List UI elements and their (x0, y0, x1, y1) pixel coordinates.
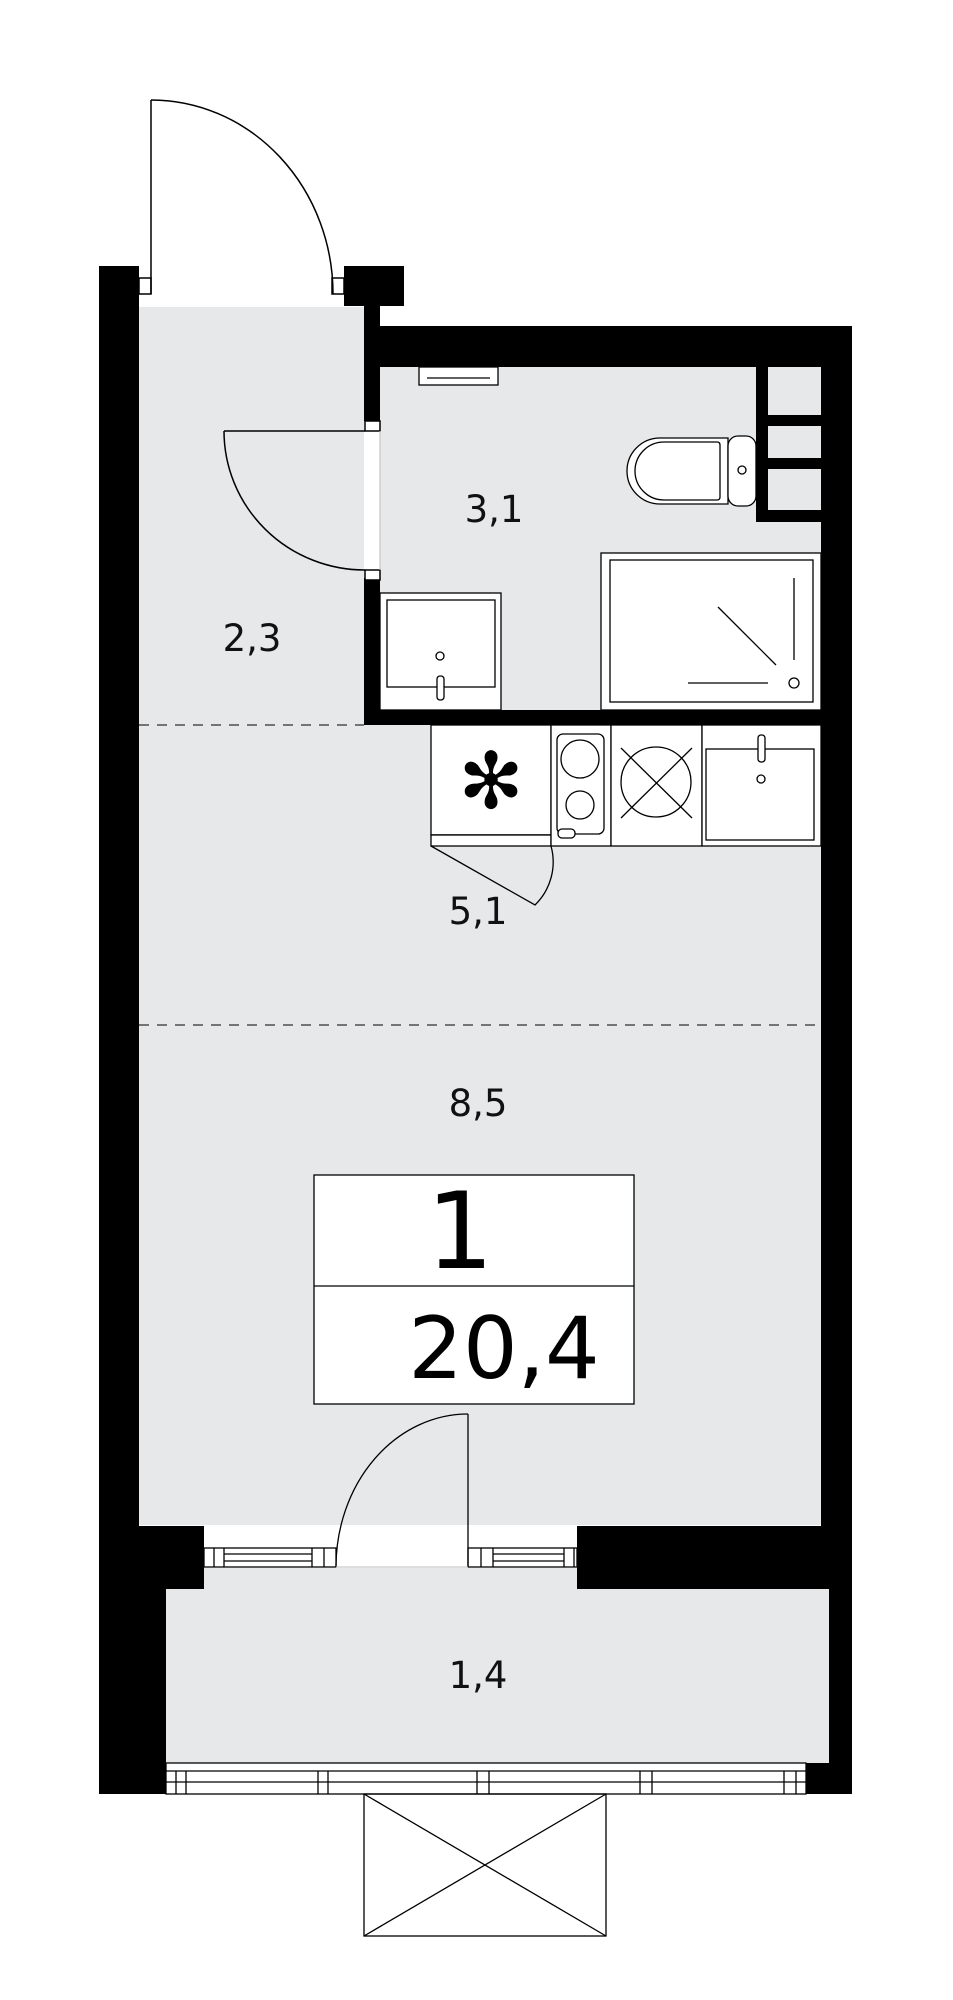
bathroom-left-wall-lower (364, 578, 380, 725)
bathroom-area-label: 3,1 (465, 488, 524, 531)
shaft-left-wall (756, 367, 768, 522)
total-area: 20,4 (408, 1299, 599, 1399)
living-bottom-right-wall (577, 1526, 852, 1589)
hall-floor (139, 307, 364, 725)
external-unit-cross-b (363, 1793, 607, 1937)
entry-door-jamb-left (138, 277, 152, 295)
area-labels: 3,1 2,3 5,1 8,5 1,4 (223, 488, 524, 1697)
shaft-bottom-wall (756, 510, 821, 522)
living-bottom-left-wall (139, 1526, 204, 1589)
balcony-window-frame (165, 1762, 807, 1795)
washbasin-faucet (436, 675, 445, 701)
hob-control (557, 828, 576, 839)
hob-burner-bottom (565, 790, 595, 820)
bathroom-door-swing (223, 430, 366, 571)
bathroom-door-jamb-bottom (364, 569, 381, 581)
balcony-door-swing (335, 1413, 469, 1568)
balcony-door (203, 1413, 578, 1568)
bathroom-fixtures (379, 366, 822, 711)
sink-drain (756, 774, 766, 784)
washbasin-drain (435, 651, 445, 661)
shower-drain-icon (788, 677, 800, 689)
shaft-divider-1 (756, 415, 821, 426)
shaft-divider-2 (756, 458, 821, 469)
entry-door-jamb-right (331, 277, 345, 295)
right-exterior-wall (821, 326, 852, 1526)
entry-door-swing (150, 99, 334, 295)
sink-bowl (705, 748, 815, 841)
bathroom-door-jamb-top (364, 420, 381, 432)
zone-dividers (139, 724, 821, 1026)
left-exterior-wall (99, 266, 139, 1526)
oven-cross-b (620, 747, 693, 819)
floor-fills (139, 307, 829, 1763)
shower-tray-inner (609, 559, 814, 703)
hob-burner-top (560, 739, 600, 779)
bathroom-top-wall (364, 326, 852, 367)
toilet-bowl-inner (634, 441, 721, 501)
balcony-bottom-right-wall (806, 1763, 852, 1794)
living-area-label: 8,5 (449, 1082, 508, 1125)
fridge-door-plinth (430, 834, 552, 847)
walls (99, 266, 852, 1794)
bathroom-door (223, 420, 381, 581)
kitchen-units: ✻ (430, 724, 822, 906)
washbasin-inner (386, 599, 496, 688)
kitchen-area-label: 5,1 (449, 890, 508, 933)
toilet-flush-button (737, 465, 747, 475)
balcony-area-label: 1,4 (449, 1654, 508, 1697)
external-unit (363, 1793, 607, 1937)
shower-diagonal (717, 606, 777, 666)
badge-box (313, 1174, 635, 1405)
fridge-door-swing (430, 845, 554, 906)
balcony-glazing (165, 1762, 807, 1795)
room-count: 1 (426, 1170, 493, 1293)
balcony-floor (166, 1568, 829, 1763)
apartment-badge: 1 20,4 (313, 1170, 635, 1405)
bathroom-bottom-wall (364, 710, 852, 725)
fridge-icon (430, 724, 552, 836)
sink-faucet (757, 734, 766, 763)
entry-door (138, 99, 345, 295)
towel-rail (418, 366, 499, 386)
hall-area-label: 2,3 (223, 617, 282, 660)
balcony-right-wall (829, 1568, 852, 1763)
external-unit-box (363, 1793, 607, 1937)
window-right-frame (467, 1547, 578, 1568)
snowflake-icon: ✻ (458, 737, 523, 827)
